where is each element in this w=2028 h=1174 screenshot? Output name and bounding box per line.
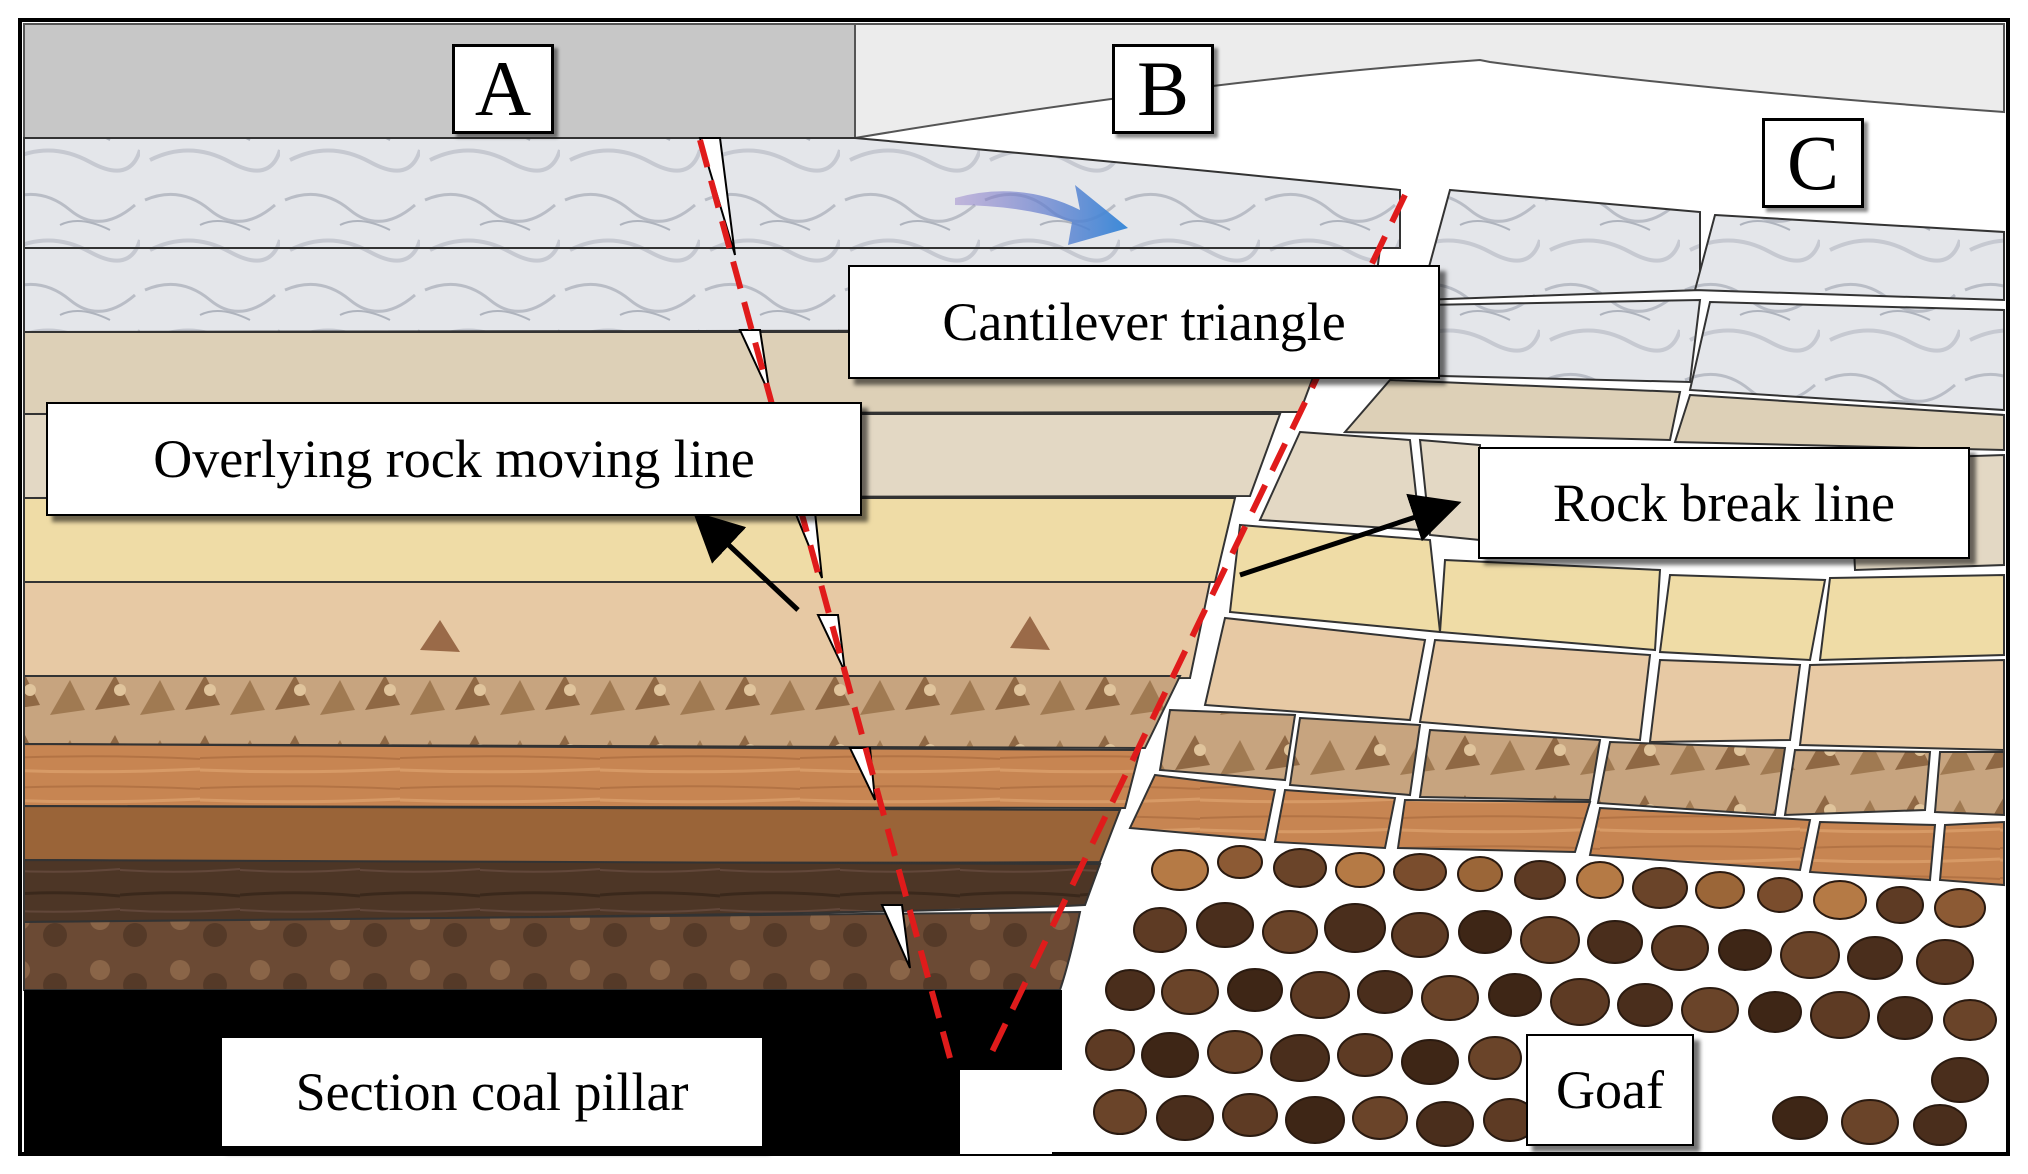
section-coal-pillar-label: Section coal pillar: [220, 1036, 764, 1148]
overlying-pointer-arrow: [692, 511, 800, 612]
roadway-gap: [960, 1070, 1052, 1154]
rotation-arrow: [955, 185, 1128, 245]
goaf-rubble: [1085, 845, 1997, 1147]
zone-a-text: A: [474, 45, 532, 132]
zone-b-text: B: [1136, 45, 1190, 132]
goaf-label: Goaf: [1526, 1034, 1694, 1146]
zone-b-label: B: [1112, 44, 1214, 134]
rock-break-line-text: Rock break line: [1553, 473, 1895, 533]
cantilever-triangle-text: Cantilever triangle: [942, 292, 1346, 352]
zone-c-label: C: [1762, 118, 1864, 208]
section-coal-pillar-text: Section coal pillar: [295, 1062, 689, 1122]
zone-a-label: A: [452, 44, 554, 134]
goaf-text: Goaf: [1556, 1060, 1664, 1120]
break-pointer-arrow: [1239, 493, 1462, 578]
overlying-rock-moving-line-text: Overlying rock moving line: [153, 429, 755, 489]
broken-blocks: [1128, 188, 2005, 887]
zone-c-text: C: [1786, 119, 1840, 206]
overlying-rock-moving-line: [697, 137, 953, 1059]
rock-break-line-label: Rock break line: [1478, 447, 1970, 559]
cantilever-triangle-label: Cantilever triangle: [848, 265, 1440, 379]
overlying-rock-moving-line-label: Overlying rock moving line: [46, 402, 862, 516]
